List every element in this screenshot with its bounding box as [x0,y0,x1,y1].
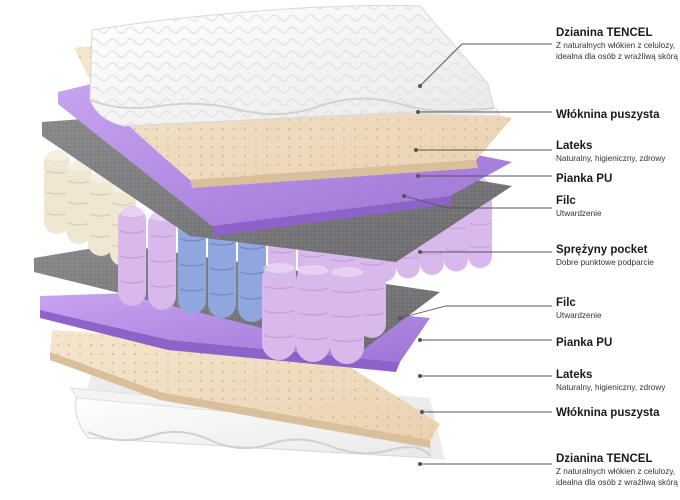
label-title: Pianka PU [556,173,613,185]
label-felt-bottom: Filc Utwardzenie [556,296,602,321]
label-fiber-top: Włóknina puszysta [556,108,660,122]
spring-coil [118,206,146,306]
spring-coil [330,266,364,364]
leader-dot [418,338,422,342]
label-desc: Z naturalnych włókien z celulozy, idealn… [556,467,678,487]
label-title: Włóknina puszysta [556,407,660,419]
bottom-latex-layer [50,330,440,448]
label-desc: Naturalny, higieniczny, zdrowy [556,383,666,392]
leader-dot [398,316,402,320]
label-title: Sprężyny pocket [556,244,648,256]
label-title: Filc [556,297,576,309]
spring-coil [296,264,330,362]
label-title: Dzianina TENCEL [556,27,653,39]
label-title: Lateks [556,369,593,381]
leader-dot [418,374,422,378]
label-title: Włóknina puszysta [556,109,660,121]
leader-dot [414,148,418,152]
label-title: Dzianina TENCEL [556,453,653,465]
label-fiber-bottom: Włóknina puszysta [556,406,660,420]
label-tencel-bottom: Dzianina TENCEL Z naturalnych włókien z … [556,452,678,488]
label-title: Lateks [556,140,593,152]
top-tencel-layer [89,4,495,127]
label-felt-top: Filc Utwardzenie [556,194,602,219]
leader-dot [418,84,422,88]
label-title: Filc [556,195,576,207]
leader-dot [416,110,420,114]
label-desc: Utwardzenie [556,311,602,320]
leader-dot [418,250,422,254]
label-title: Pianka PU [556,337,613,349]
label-foam-top: Pianka PU [556,172,612,186]
label-desc: Dobre punktowe podparcie [556,258,654,267]
label-desc: Utwardzenie [556,209,602,218]
leader-dot [420,410,424,414]
label-foam-bottom: Pianka PU [556,336,612,350]
label-desc: Z naturalnych włókien z celulozy, idealn… [556,41,678,61]
label-tencel-top: Dzianina TENCEL Z naturalnych włókien z … [556,26,678,62]
leader-line [399,305,552,319]
label-desc: Naturalny, higieniczny, zdrowy [556,154,666,163]
spring-coil [262,262,296,360]
leader-dot [418,462,422,466]
leader-line [419,43,552,87]
label-latex-top: Lateks Naturalny, higieniczny, zdrowy [556,139,665,164]
label-latex-bottom: Lateks Naturalny, higieniczny, zdrowy [556,368,665,393]
leader-line [403,195,552,209]
leader-dot [402,194,406,198]
leader-lines [398,43,552,466]
spring-coil [148,210,176,310]
label-springs: Sprężyny pocket Dobre punktowe podparcie [556,243,654,268]
leader-dot [416,174,420,178]
